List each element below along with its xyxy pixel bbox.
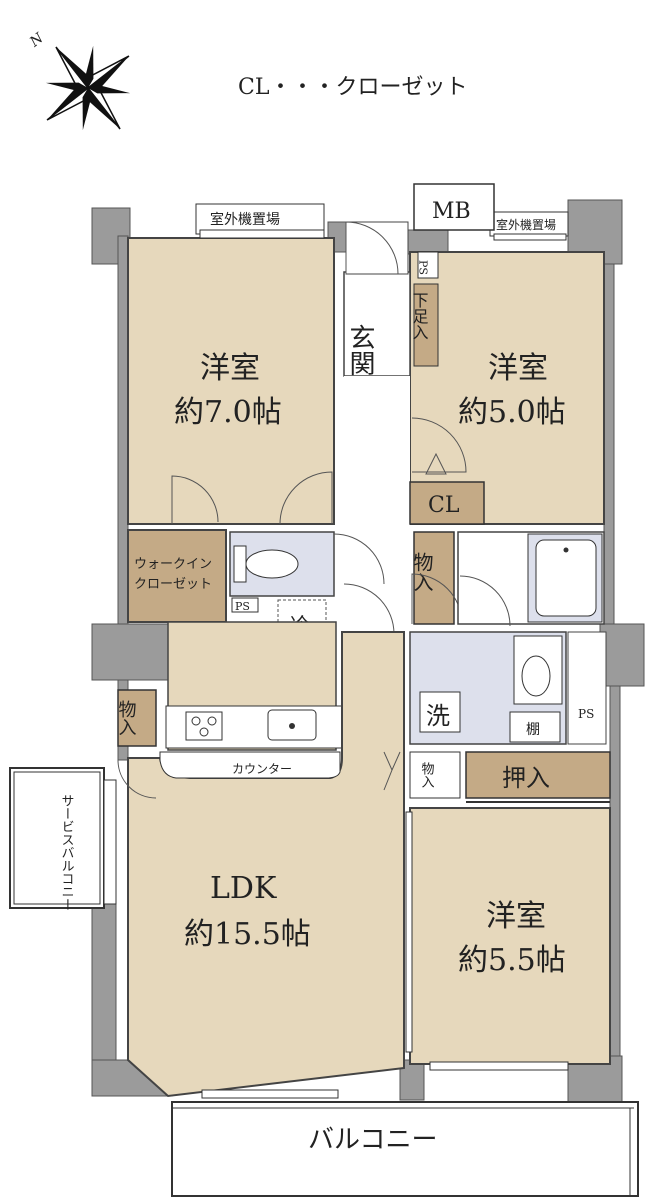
ps-label: PS xyxy=(235,600,250,613)
washroom: 洗 棚 PS xyxy=(409,631,607,745)
outdoor-unit-right: 室外機置場 xyxy=(489,211,569,241)
balcony: バルコニー xyxy=(171,1101,639,1197)
outdoor-unit-label: 室外機置場 xyxy=(210,211,280,228)
entrance: 玄関 PS 下足入 xyxy=(343,221,439,377)
room-name: 洋室 xyxy=(488,351,548,386)
room-name: LDK xyxy=(210,871,277,906)
storage-label: 物入 xyxy=(419,762,435,788)
oshiire: 押入 xyxy=(465,751,611,803)
room-western-5: 洋室 約5.0帖 xyxy=(409,251,605,525)
room-size: 約5.0帖 xyxy=(458,395,566,430)
room-western-7: 洋室 約7.0帖 xyxy=(127,237,335,525)
storage-small: 物入 xyxy=(383,751,461,799)
windows xyxy=(103,779,569,1099)
closet-cl: CL xyxy=(409,481,485,525)
storage-left: 物入 xyxy=(116,689,157,799)
wic-label-1: ウォークイン xyxy=(134,557,212,572)
room-ldk: カウンター LDK 約15.5帖 xyxy=(127,631,405,1098)
washer-label: 洗 xyxy=(426,702,450,730)
service-balcony-label: サービスバルコニー xyxy=(59,794,75,911)
balcony-label: バルコニー xyxy=(308,1125,437,1155)
counter-label: カウンター xyxy=(232,762,292,776)
compass: N xyxy=(26,30,131,131)
bathroom xyxy=(457,531,605,627)
room-size: 約7.0帖 xyxy=(174,395,282,430)
oshiire-label: 押入 xyxy=(502,764,550,792)
room-name: 洋室 xyxy=(486,899,546,934)
walk-in-closet: ウォークイン クローゼット xyxy=(127,529,227,623)
legend-text: CL・・・クローゼット xyxy=(238,75,467,100)
storage-label: 物入 xyxy=(116,700,137,736)
storage-label: 物入 xyxy=(410,552,434,592)
ps-label: PS xyxy=(578,707,594,721)
hallway xyxy=(344,376,410,632)
shoe-closet-label: 下足入 xyxy=(410,292,429,340)
wic-label-2: クローゼット xyxy=(134,577,212,592)
room-size: 約5.5帖 xyxy=(458,943,566,978)
storage-middle: 物入 xyxy=(343,531,463,635)
north-label: N xyxy=(26,30,47,51)
mb-box: MB xyxy=(413,183,495,231)
room-size: 約15.5帖 xyxy=(184,917,311,952)
kitchen xyxy=(165,621,343,751)
room-name: 洋室 xyxy=(200,351,260,386)
outdoor-unit-left: 室外機置場 xyxy=(195,203,325,239)
ps-label: PS xyxy=(417,260,430,275)
exterior-walls xyxy=(91,199,645,1127)
compass-star-icon xyxy=(45,45,131,131)
outdoor-unit-label: 室外機置場 xyxy=(496,217,556,232)
service-balcony: サービスバルコニー xyxy=(9,767,105,911)
mb-label: MB xyxy=(432,199,471,224)
closet-label: CL xyxy=(428,493,460,518)
room-western-5-5: 洋室 約5.5帖 xyxy=(409,807,611,1065)
shelf-label: 棚 xyxy=(526,722,540,738)
entrance-label: 玄関 xyxy=(345,324,375,376)
